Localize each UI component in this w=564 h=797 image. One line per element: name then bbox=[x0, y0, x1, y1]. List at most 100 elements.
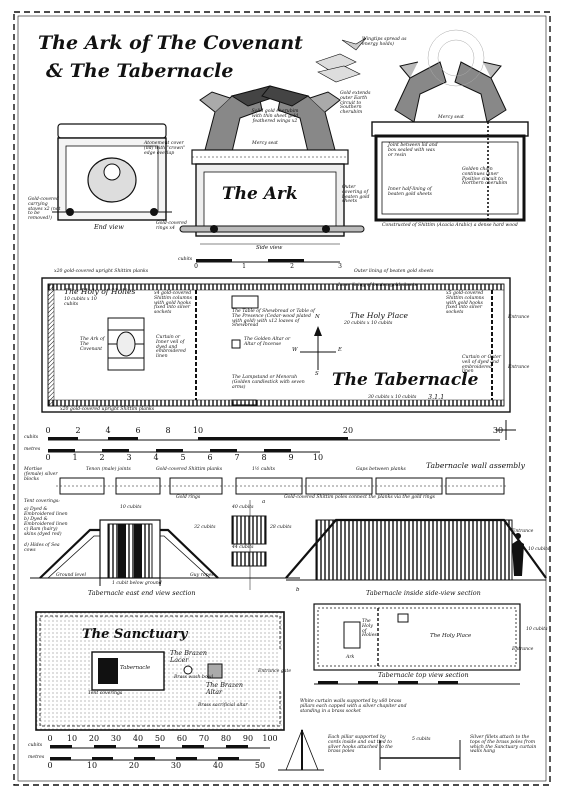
tab-scale-cubits: cubits bbox=[24, 435, 39, 440]
top-view-caption: Tabernacle top view section bbox=[378, 671, 469, 679]
top-hoh-label: The Holy of Holies bbox=[362, 619, 377, 639]
covering-c: c) Ram (hairy) skins (dyed red) bbox=[24, 527, 62, 537]
cherubim-label: Solid gold cherubim with thin sheet gold… bbox=[251, 109, 299, 124]
tab-cubit-8: 8 bbox=[165, 426, 171, 435]
ark-title: The Ark bbox=[222, 184, 298, 204]
sanct-metre-20: 20 bbox=[128, 761, 140, 770]
sanct-metre-10: 10 bbox=[86, 761, 98, 770]
tab-metre-2: 2 bbox=[99, 453, 105, 462]
tab-metre-4: 4 bbox=[153, 453, 159, 462]
covering-b: b) Dyed & Embroidered linen bbox=[24, 517, 68, 527]
east-end-section bbox=[30, 500, 300, 590]
bottom-planks-label: x20 gold-covered upright Shittim planks bbox=[60, 407, 155, 412]
sanct-cubit-0: 0 bbox=[47, 734, 53, 743]
sanct-cubit-70: 70 bbox=[198, 734, 210, 743]
ten-cubits-label: 10 cubits bbox=[120, 505, 142, 510]
tab-cubit-10: 10 bbox=[192, 426, 204, 435]
ark-section-view bbox=[315, 29, 529, 222]
rings-label: Gold-covered rings x4 bbox=[156, 221, 187, 231]
sanct-cubit-100: 100 bbox=[262, 734, 278, 743]
golden-chain-label: Golden chain continues inner Positive ci… bbox=[462, 167, 508, 187]
tab-cubit-4: 4 bbox=[105, 426, 111, 435]
tab-cubit-0: 0 bbox=[45, 426, 51, 435]
compass-w: W bbox=[292, 347, 298, 353]
atonement-cover-label: Atonement cover (lid) with "crown" edge … bbox=[144, 141, 186, 156]
poles-label: Gold-covered Shittim poles connect the p… bbox=[284, 495, 435, 500]
sanct-cubit-10: 10 bbox=[66, 734, 78, 743]
top-ark-label: Ark bbox=[346, 655, 355, 660]
joint-label: Joint between lid and box sealed with wa… bbox=[388, 143, 438, 158]
tab-metre-7: 7 bbox=[234, 453, 240, 462]
sanct-cubit-50: 50 bbox=[154, 734, 166, 743]
altar-label: The Golden Altar or Altar of Incense bbox=[244, 337, 291, 347]
hp-dims-label: 20 cubits x 10 cubits bbox=[344, 321, 393, 326]
sanct-cubit-80: 80 bbox=[220, 734, 232, 743]
silver-fillets-note: Silver fillets attach to the tops of the… bbox=[470, 735, 537, 755]
sanct-metre-50: 50 bbox=[254, 761, 266, 770]
compass-s: S bbox=[315, 371, 319, 377]
tab-metre-6: 6 bbox=[207, 453, 213, 462]
ark-tick-1: 1 bbox=[242, 263, 246, 270]
curtain-outer-label: Curtain or Outer veil of dyed and embroi… bbox=[462, 355, 502, 375]
wall-assembly bbox=[56, 477, 508, 495]
assembly-b: b bbox=[296, 587, 300, 593]
staves-label: Gold-covered carrying staves x2 (not to … bbox=[28, 197, 61, 222]
wash-bowl-label: Brass wash bowl bbox=[174, 675, 214, 680]
tabernacle-scale bbox=[48, 420, 516, 453]
five-cubits-label: 5 cubits bbox=[412, 737, 431, 742]
sanctuary-plan bbox=[35, 611, 285, 731]
mercy-seat-label-2: Mercy seat bbox=[438, 115, 464, 120]
assembly-title: Tabernacle wall assembly bbox=[426, 461, 525, 470]
sanct-cubit-20: 20 bbox=[88, 734, 100, 743]
hoh-dims-label: 10 cubits x 10 cubits bbox=[64, 297, 97, 307]
ark-plan-label: The Ark of The Covenant bbox=[80, 337, 105, 352]
forty-four-label: 44 cubits bbox=[232, 545, 254, 550]
tabernacle-plan bbox=[41, 277, 511, 413]
each-pillar-note: Each pillar supported by cords inside an… bbox=[328, 735, 393, 755]
tabernacle-dims: 30 cubits x 10 cubits bbox=[368, 395, 417, 400]
sanctuary-title: The Sanctuary bbox=[82, 627, 188, 642]
columns-5-label: x5 gold-covered Shittim columns with gol… bbox=[446, 291, 484, 316]
constructed-label: Constructed of Shittim (Acacia Arabic) a… bbox=[382, 223, 518, 228]
mortise-label: Mortise (female) silver blocks bbox=[24, 467, 58, 482]
lacer-label: The Brazen Lacer bbox=[170, 649, 208, 664]
inside-side-section bbox=[285, 518, 547, 581]
sanct-scale-metres: metres bbox=[28, 755, 45, 760]
guy-ropes-label: Guy ropes bbox=[190, 573, 214, 578]
ark-tick-3: 3 bbox=[338, 263, 342, 270]
forty-label: 40 cubits bbox=[232, 505, 254, 510]
tab-metre-3: 3 bbox=[126, 453, 132, 462]
tab-cubit-2: 2 bbox=[75, 426, 81, 435]
sanctuary-scale bbox=[50, 745, 270, 761]
top-planks-label: x20 gold-covered upright Shittim planks bbox=[54, 269, 149, 274]
top-ten-cubits-label: 10 cubits bbox=[526, 627, 548, 632]
sanctuary-tabernacle-label: Tabernacle bbox=[120, 665, 151, 671]
sanct-cubit-40: 40 bbox=[132, 734, 144, 743]
top-entrance-label: Entrance bbox=[512, 647, 534, 652]
ark-side-view bbox=[179, 85, 365, 237]
gold-extends-label: Gold extends outer Earth circuit to Sout… bbox=[340, 91, 371, 116]
title-line-1: The Ark of The Covenant bbox=[38, 32, 303, 54]
ark-tick-0: 0 bbox=[194, 263, 198, 270]
brazen-altar-label: The Brazen Altar bbox=[206, 681, 244, 696]
holy-place-label: The Holy Place bbox=[350, 311, 409, 320]
sanct-cubit-90: 90 bbox=[242, 734, 254, 743]
sanct-cubit-60: 60 bbox=[176, 734, 188, 743]
tent-coverings-label: Tent coverings bbox=[88, 691, 123, 696]
outer-covering-label: Outer covering of beaten gold sheets bbox=[342, 185, 370, 205]
entrance-label-2: Entrance bbox=[508, 365, 530, 370]
sanct-scale-cubits: cubits bbox=[28, 743, 43, 748]
gaps-label: Gaps between planks bbox=[356, 467, 406, 472]
entrance-gate-label: Entrance gate bbox=[258, 669, 292, 674]
page-border bbox=[13, 11, 551, 786]
holy-of-holies-label: The Holy of Holies bbox=[64, 287, 136, 296]
end-view-label: End view bbox=[94, 223, 124, 231]
inner-lining-label: Inner half-lining of beaten gold sheets bbox=[388, 187, 432, 197]
tab-metre-0: 0 bbox=[45, 453, 51, 462]
thirty-two-label: 32 cubits bbox=[194, 525, 216, 530]
curtain-inner-label: Curtain or Inner veil of dyed and embroi… bbox=[156, 335, 186, 360]
entrance-label: Entrance bbox=[508, 315, 530, 320]
mercy-seat-label: Mercy seat bbox=[252, 141, 278, 146]
title-line-2: & The Tabernacle bbox=[46, 60, 234, 82]
